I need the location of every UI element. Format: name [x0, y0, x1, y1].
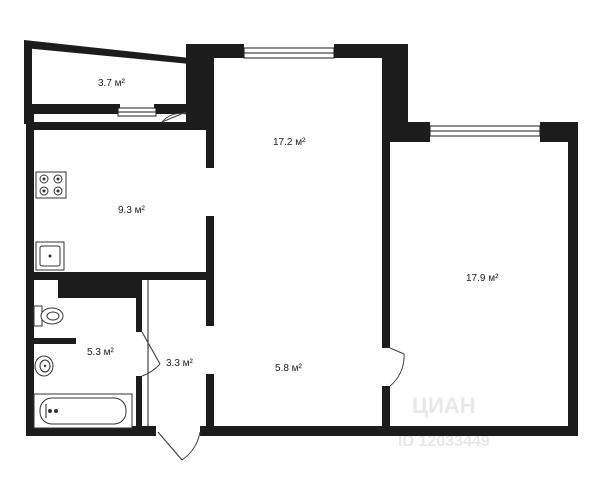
interior-walls [26, 126, 390, 434]
room-area-balcony: 3.7 м² [98, 78, 126, 89]
room-area-bedroom: 17.9 м² [466, 273, 499, 284]
watermark-id: ID 12033449 [398, 433, 490, 450]
room-area-hallway: 5.8 м² [275, 363, 303, 374]
toilet-icon [33, 305, 64, 327]
windows [243, 47, 541, 137]
bedroom-door [389, 347, 405, 355]
room-labels: 3.7 м² 17.2 м² 17.9 м² 9.3 м² 5.3 м² 3.3… [87, 78, 499, 374]
watermark-brand: ЦИАН [412, 393, 476, 418]
watermark: ЦИАН ID 12033449 [398, 393, 490, 450]
bathtub-icon [33, 393, 133, 429]
exterior-walls [24, 44, 578, 436]
room-area-bathroom: 5.3 м² [87, 347, 115, 358]
room-area-living: 17.2 м² [273, 137, 306, 148]
entrance-door [157, 431, 183, 461]
stove-icon [35, 171, 67, 199]
fixtures [33, 171, 133, 429]
doors [141, 331, 405, 461]
room-area-kitchen: 9.3 м² [118, 205, 146, 216]
room-area-closet: 3.3 м² [166, 358, 194, 369]
washbasin-icon [34, 355, 54, 377]
bathroom-door [141, 331, 161, 365]
kitchen-sink-icon [35, 241, 65, 271]
